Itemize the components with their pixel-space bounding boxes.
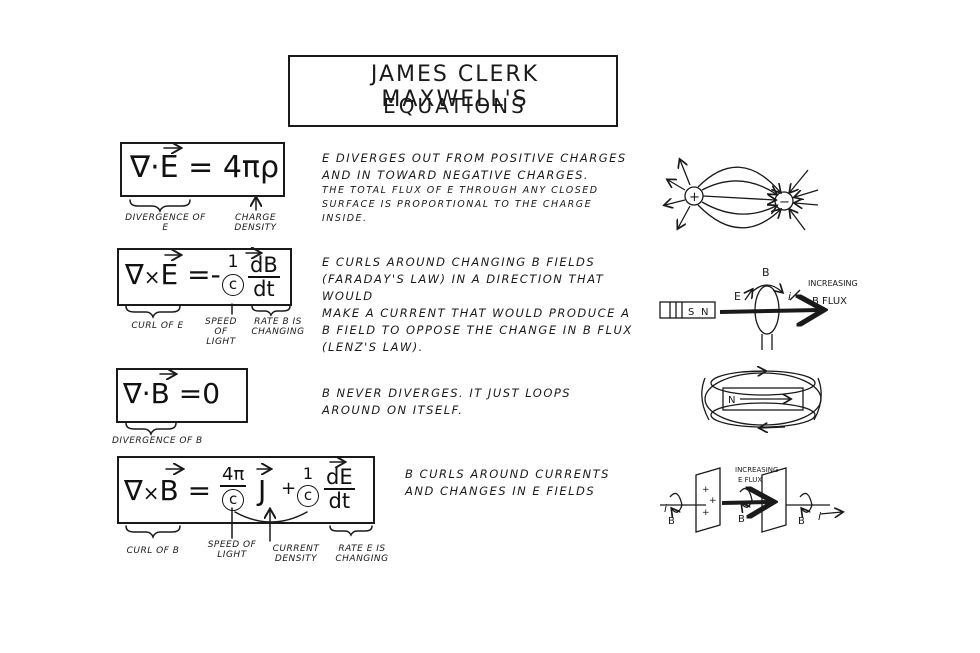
speed-of-light-c: c: [222, 489, 245, 511]
plus-signs-3: +: [702, 508, 710, 518]
nabla-symbol: ∇: [124, 474, 143, 507]
label-charge-density: CHARGE DENSITY: [234, 213, 277, 233]
dot-operator: ·: [150, 150, 160, 185]
four-pi-over-c: 4π c: [220, 464, 247, 511]
current-density-j: J: [258, 474, 267, 507]
plus-signs-2: +: [709, 496, 717, 506]
label-speed-of-light-1: SPEED OF LIGHT: [205, 317, 237, 347]
label-divergence-of-b: DIVERGENCE OF B: [112, 436, 203, 446]
current-i-label: i: [788, 290, 791, 303]
equation-4: ∇×B = 4π c J + 1 c dE dt: [124, 462, 372, 520]
e-vector: E: [160, 258, 179, 291]
brace-curl-b: [125, 525, 181, 540]
cap-i-left: i: [664, 502, 667, 515]
label-current-density: CURRENT DENSITY: [272, 544, 320, 564]
solenoid-core: [722, 387, 804, 411]
nabla-symbol: ∇: [123, 377, 142, 410]
equation-3: ∇·B =0: [123, 377, 220, 410]
magnet-n-label: N: [701, 307, 708, 318]
title-box: [288, 55, 618, 127]
description-4: B CURLS AROUND CURRENTS AND CHANGES IN E…: [405, 467, 610, 498]
e-flux-arrow: [721, 502, 770, 503]
solenoid-diagram: [701, 371, 822, 428]
one-over-c-2: 1 c: [297, 464, 319, 507]
one-over-c: 1 c: [222, 252, 244, 296]
title-line-1: JAMES CLERK MAXWELL'S: [370, 62, 540, 112]
description-3: B NEVER DIVERGES. IT JUST LOOPS AROUND O…: [322, 386, 572, 417]
label-rate-b-changing: RATE B IS CHANGING: [251, 317, 305, 337]
flux-arrow: [719, 310, 820, 312]
de-dt-fraction: dE dt: [324, 465, 355, 513]
description-2: E CURLS AROUND CHANGING B FIELDS (FARADA…: [322, 255, 633, 354]
bar-magnet: [659, 301, 716, 319]
brace-divergence-e: [129, 199, 191, 214]
nabla-symbol: ∇: [125, 258, 144, 291]
negative-sign: −: [779, 195, 790, 210]
cap-b-right: B: [798, 516, 805, 527]
equation-4-box: [117, 456, 375, 524]
cap-b-left: B: [668, 516, 675, 527]
positive-sign: +: [689, 190, 700, 205]
e-vector: E: [159, 150, 179, 185]
label-rate-e-changing: RATE E IS CHANGING: [335, 544, 389, 564]
cross-operator: ×: [142, 481, 160, 505]
brace-rate-e: [329, 525, 373, 537]
faraday-diagram: [659, 285, 820, 350]
dot-operator: ·: [141, 377, 151, 410]
equals-sign: =: [187, 258, 211, 291]
plus-signs: +: [702, 485, 710, 495]
plate-right: [761, 467, 787, 533]
equation-1-box: [120, 142, 285, 197]
b-vector: B: [159, 474, 179, 507]
speed-of-light-c-2: c: [297, 485, 319, 507]
connector-c-to-c: [234, 511, 308, 523]
label-curl-of-b: CURL OF B: [126, 546, 180, 556]
cap-e-flux-label: E FLUX: [738, 476, 762, 484]
b-vector: B: [150, 377, 170, 410]
equals-sign: =: [187, 474, 212, 507]
cap-increasing-label: INCREASING: [735, 466, 778, 474]
db-dt-fraction: dB dt: [248, 253, 280, 301]
cross-operator: ×: [143, 265, 161, 289]
plate-left: [695, 467, 721, 533]
cap-b-mid: B: [738, 514, 745, 525]
equation-2-box: [117, 248, 292, 306]
equation-3-box: [116, 368, 248, 423]
b-field-label: B: [762, 266, 770, 279]
brace-curl-e: [125, 305, 181, 320]
magnet-s-label: S: [688, 307, 694, 318]
charge-term: 4πρ: [222, 150, 280, 185]
speed-of-light-c: c: [222, 274, 244, 296]
solenoid-n-label: N: [728, 395, 735, 406]
equation-1: ∇·E = 4πρ: [130, 150, 279, 185]
equals-sign: =: [188, 150, 214, 185]
equals-sign: =: [178, 377, 203, 410]
capacitor-diagram: [660, 467, 842, 533]
cap-i-right: i: [818, 510, 821, 523]
description-1: E DIVERGES OUT FROM POSITIVE CHARGES AND…: [322, 151, 627, 224]
title-line-2: EQUATIONS: [383, 94, 527, 118]
label-speed-of-light-2: SPEED OF LIGHT: [207, 540, 257, 560]
brace-divergence-b: [125, 422, 177, 437]
b-flux-label: B FLUX: [812, 296, 847, 307]
zero-value: 0: [202, 377, 221, 410]
brace-rate-b: [251, 305, 291, 317]
minus-sign: -: [210, 258, 221, 291]
e-field-label: E: [734, 290, 741, 303]
label-divergence-of-e: DIVERGENCE OF E: [125, 213, 206, 233]
label-curl-of-e: CURL OF E: [131, 321, 184, 331]
dipole-diagram: [665, 160, 819, 230]
nabla-symbol: ∇: [130, 150, 151, 185]
plus-sign: +: [281, 478, 297, 499]
increasing-label: INCREASING: [808, 279, 858, 288]
